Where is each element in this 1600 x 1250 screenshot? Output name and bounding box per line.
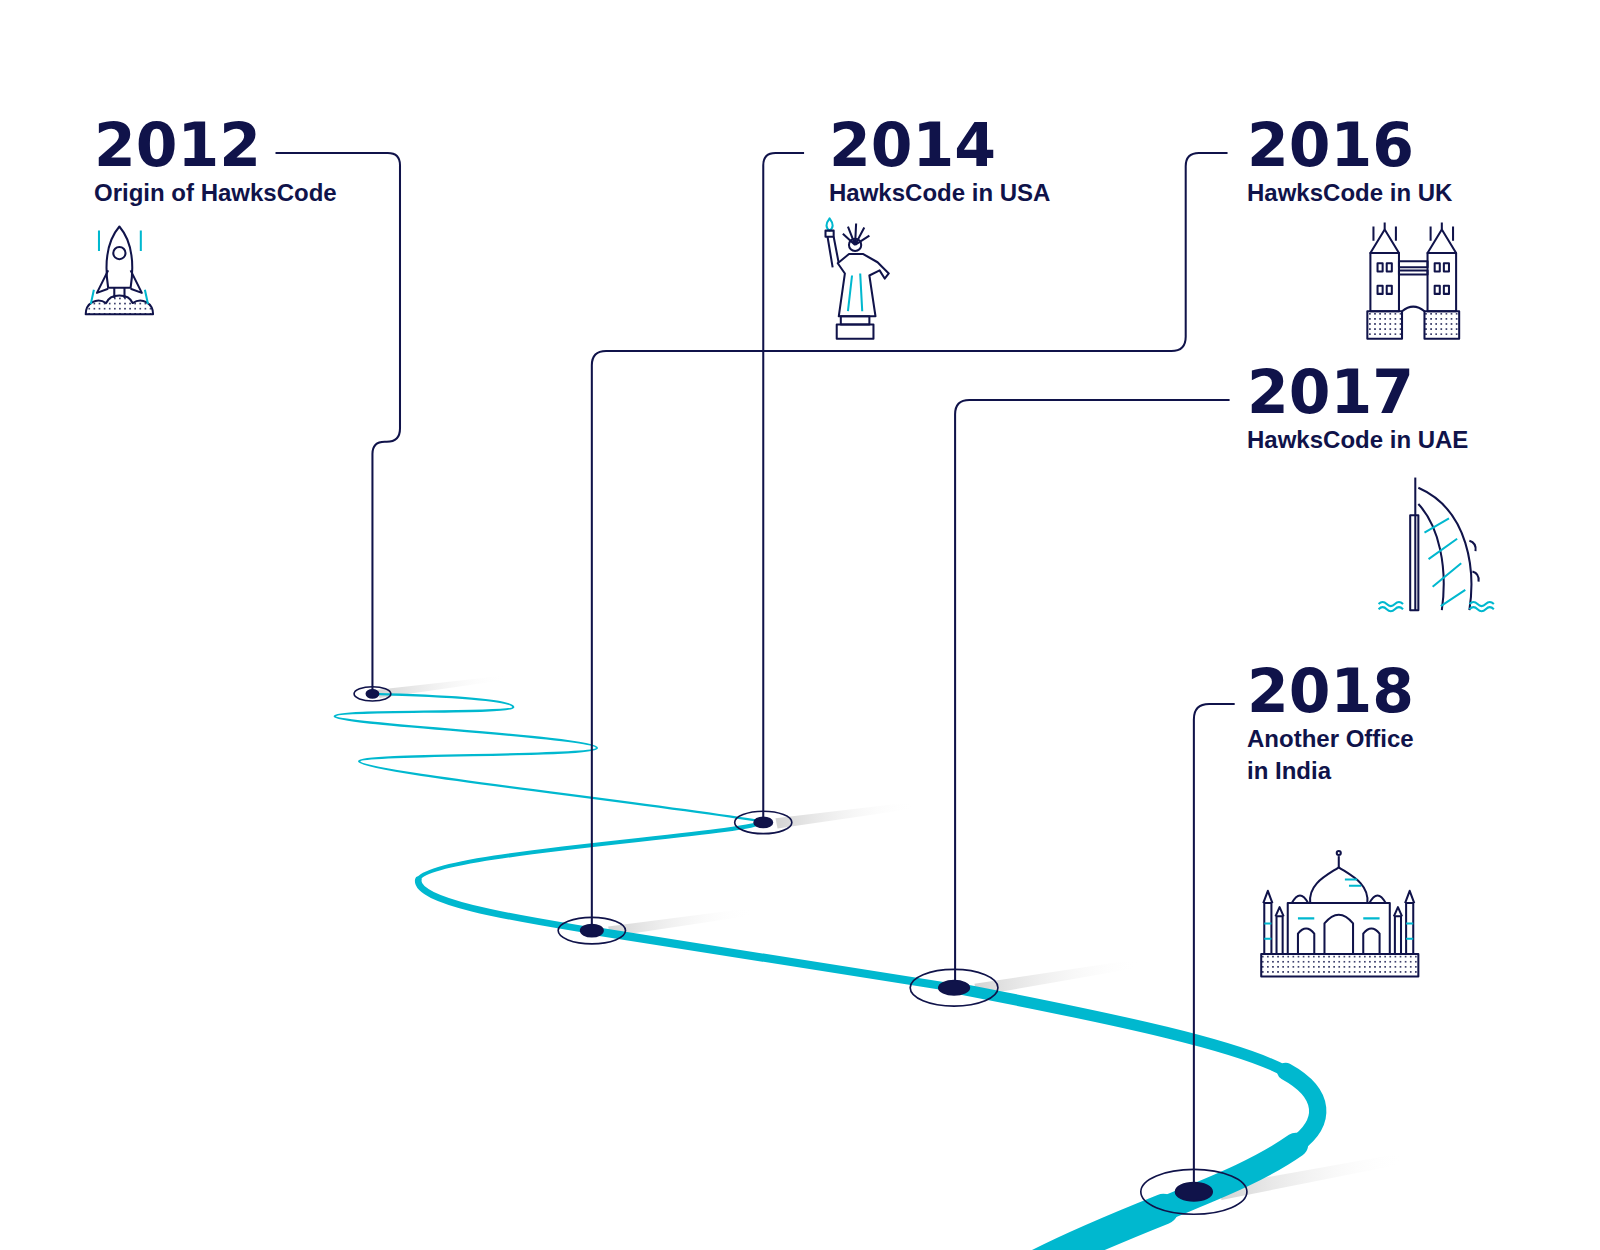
statue-of-liberty-icon xyxy=(838,254,889,316)
taj-mahal-icon xyxy=(1298,929,1380,955)
statue-of-liberty-icon xyxy=(841,316,870,324)
road-path xyxy=(592,931,954,988)
tower-bridge-icon xyxy=(1444,286,1449,294)
taj-mahal-icon xyxy=(1261,954,1418,976)
taj-mahal-icon xyxy=(1324,915,1353,954)
taj-mahal-icon xyxy=(1277,916,1283,954)
year-label: 2017 xyxy=(1247,362,1414,422)
road-path xyxy=(1036,1209,1164,1250)
leader-line xyxy=(592,153,1228,931)
timeline-pin xyxy=(735,811,792,833)
taj-mahal-icon xyxy=(1261,851,1418,977)
tower-bridge-icon xyxy=(1424,311,1459,339)
burj-al-arab-icon xyxy=(1469,541,1478,582)
statue-of-liberty-icon xyxy=(848,273,862,311)
tower-bridge-icon xyxy=(1378,263,1383,271)
road-path xyxy=(335,694,764,822)
road-path xyxy=(1286,1071,1318,1144)
pin-shadow xyxy=(776,802,917,829)
tower-bridge-icon xyxy=(1402,307,1424,312)
leader-line xyxy=(276,153,1235,1192)
timeline-pin xyxy=(910,969,998,1006)
taj-mahal-icon xyxy=(1292,895,1386,903)
taj-mahal-icon xyxy=(1298,917,1380,919)
tower-bridge-icon xyxy=(1367,311,1402,339)
tower-bridge-icon xyxy=(1428,253,1457,311)
statue-of-liberty-icon xyxy=(837,324,874,338)
year-label: 2016 xyxy=(1247,115,1414,175)
taj-mahal-icon xyxy=(1288,903,1390,954)
year-label: 2018 xyxy=(1247,661,1414,721)
tower-bridge-icon xyxy=(1370,253,1399,311)
leader-line xyxy=(276,153,400,694)
tower-bridge-icon xyxy=(1435,286,1440,294)
taj-mahal-icon xyxy=(1310,867,1367,903)
statue-of-liberty-icon xyxy=(826,231,834,237)
timeline-pin xyxy=(939,981,970,995)
taj-mahal-icon xyxy=(1263,891,1272,903)
timeline-pin xyxy=(754,817,772,827)
year-label: 2012 xyxy=(94,115,261,175)
taj-mahal-icon xyxy=(1345,880,1361,886)
rocket-icon xyxy=(97,270,108,292)
tower-bridge-icon xyxy=(1428,230,1457,253)
rocket-icon xyxy=(106,227,132,288)
tower-bridge-icon xyxy=(1399,270,1428,274)
rocket-icon xyxy=(86,295,153,314)
rocket-icon xyxy=(86,227,153,315)
taj-mahal-icon xyxy=(1395,916,1401,954)
timeline-pin xyxy=(558,917,625,944)
burj-al-arab-icon xyxy=(1414,478,1416,611)
road-path xyxy=(335,694,1318,1250)
rocket-icon xyxy=(131,270,142,292)
pin-shadow xyxy=(608,908,753,937)
burj-al-arab-icon xyxy=(1418,488,1471,610)
burj-al-arab-icon xyxy=(1424,518,1465,606)
leader-line xyxy=(955,400,1229,988)
timeline-pin xyxy=(354,687,391,701)
pin-shadow xyxy=(974,959,1140,996)
burj-al-arab-icon xyxy=(1379,478,1494,612)
taj-mahal-icon xyxy=(1276,907,1284,916)
burj-al-arab-icon xyxy=(1410,515,1418,610)
tower-bridge-icon xyxy=(1367,222,1459,338)
taj-mahal-icon xyxy=(1337,851,1341,855)
taj-mahal-icon xyxy=(1394,907,1402,916)
tower-bridge-icon xyxy=(1399,261,1428,267)
milestone-caption: Another Office in India xyxy=(1247,723,1435,787)
road-path xyxy=(1163,1145,1296,1209)
tower-bridge-icon xyxy=(1387,263,1392,271)
milestone-caption: HawksCode in USA xyxy=(829,179,1050,207)
rocket-icon xyxy=(113,247,125,259)
tower-bridge-icon xyxy=(1378,286,1383,294)
milestone-caption: HawksCode in UAE xyxy=(1247,426,1468,454)
statue-of-liberty-icon xyxy=(843,223,870,244)
leader-line xyxy=(1194,704,1235,1192)
taj-mahal-icon xyxy=(1264,923,1413,938)
milestone-caption: HawksCode in UK xyxy=(1247,179,1452,207)
tower-bridge-icon xyxy=(1370,230,1399,253)
taj-mahal-icon xyxy=(1406,903,1413,954)
timeline-pin xyxy=(354,687,1247,1215)
timeline-pin xyxy=(1141,1169,1247,1214)
tower-bridge-icon xyxy=(1444,263,1449,271)
tower-bridge-icon xyxy=(1387,286,1392,294)
timeline-pin xyxy=(1176,1183,1213,1201)
taj-mahal-icon xyxy=(1405,891,1414,903)
statue-of-liberty-icon xyxy=(827,218,833,230)
statue-of-liberty-icon xyxy=(826,218,889,338)
timeline-pin xyxy=(366,690,378,698)
year-label: 2014 xyxy=(829,115,996,175)
rocket-icon xyxy=(91,231,148,304)
milestone-caption: Origin of HawksCode xyxy=(94,179,337,207)
leader-line xyxy=(763,153,804,822)
taj-mahal-icon xyxy=(1264,903,1271,954)
road-path xyxy=(954,988,1286,1072)
timeline-pin xyxy=(581,924,603,936)
tower-bridge-icon xyxy=(1435,263,1440,271)
burj-al-arab-icon xyxy=(1379,602,1494,611)
taj-mahal-icon xyxy=(1338,856,1340,867)
